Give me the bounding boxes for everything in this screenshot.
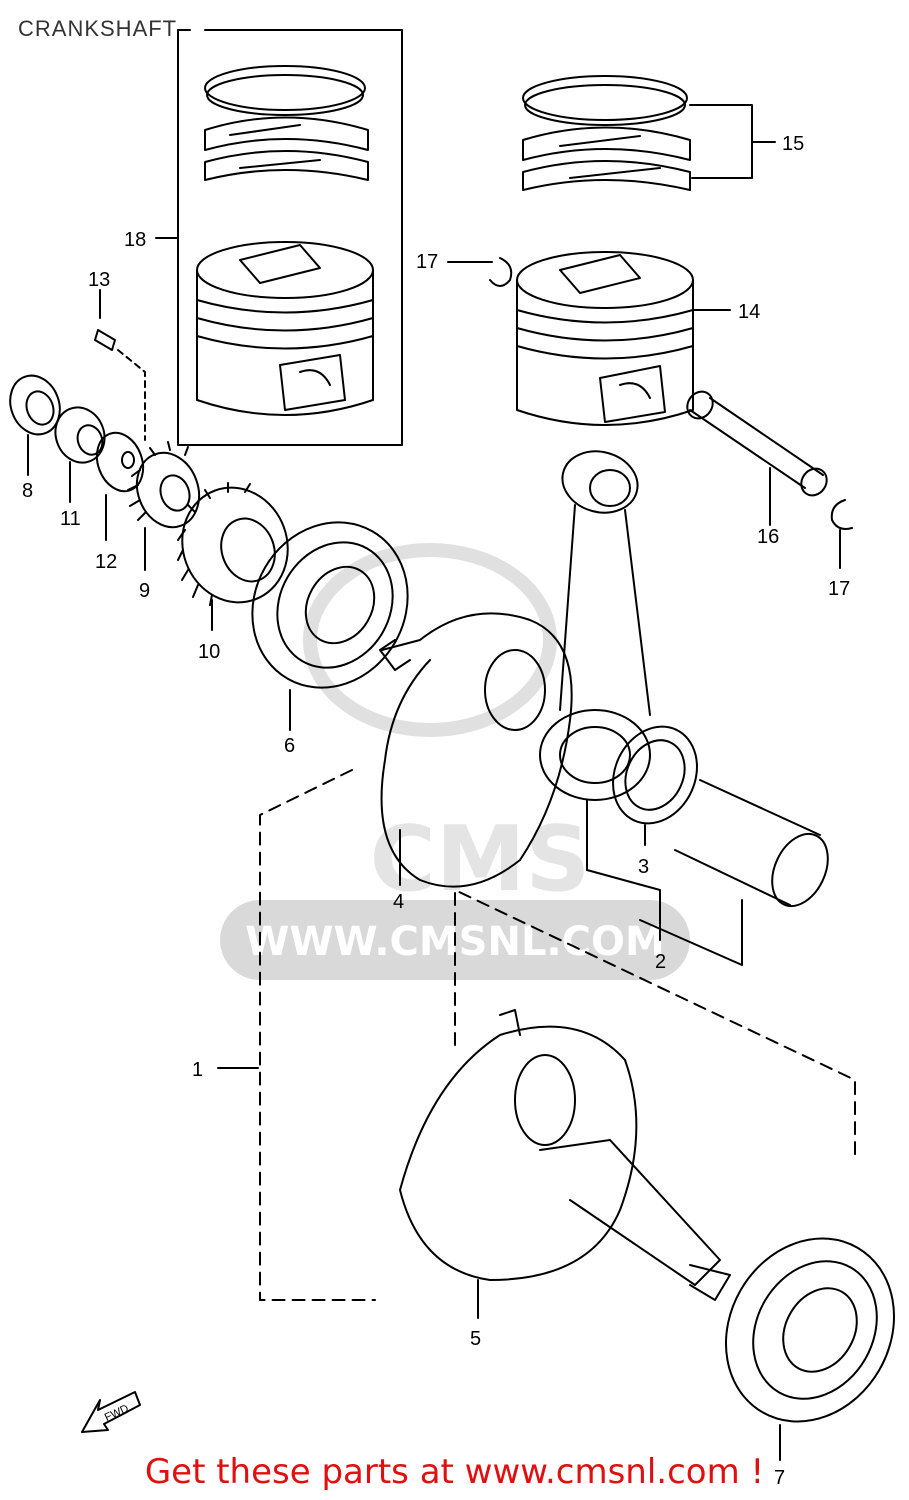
piston-kit-bracket [155,29,403,446]
bearing-right [724,1237,896,1461]
piston-rings-left [204,65,369,181]
page-title: CRANKSHAFT [18,16,178,41]
crank-web-left [379,612,573,888]
callout-16: 16 [757,526,779,548]
piston-right [516,251,731,426]
callout-4: 4 [393,891,404,913]
piston-rings-right [522,75,776,191]
washer [95,431,145,541]
callout-1: 1 [192,1059,203,1081]
callout-labels: 1 2 3 4 5 6 7 8 9 10 11 12 13 14 15 16 1… [22,133,850,1489]
callout-8: 8 [22,480,33,502]
fwd-arrow-icon [81,1391,141,1433]
piston-pin [686,390,828,526]
callout-9: 9 [139,580,150,602]
callout-18: 18 [124,229,146,251]
drive-gear-small [127,441,201,571]
piston-left [196,241,374,416]
callout-11: 11 [60,508,81,530]
circlip-top [447,257,513,287]
callout-13: 13 [88,269,110,291]
crankshaft-assy-bracket [217,769,856,1301]
promo-link[interactable]: Get these parts at www.cmsnl.com ! [144,1452,765,1492]
callout-17-right: 17 [828,578,850,600]
callout-17-top: 17 [416,251,438,273]
needle-bearing [612,725,698,846]
callout-2: 2 [655,951,666,973]
crank-web-right [399,1009,731,1319]
crank-pin [639,779,829,966]
drive-gear-large [177,482,289,631]
callout-14: 14 [738,301,760,323]
connecting-rod [539,450,661,941]
bearing-left [251,521,409,731]
callout-3: 3 [638,856,649,878]
callout-15: 15 [782,133,804,155]
callout-12: 12 [95,551,117,573]
callout-10: 10 [198,641,220,663]
watermark-logo-text: CMS [370,807,590,912]
callout-7: 7 [774,1467,785,1489]
circlip-right [830,499,853,569]
dowel-pin [94,289,146,441]
callout-5: 5 [470,1328,481,1350]
spacer [54,406,106,503]
oil-seal [9,374,61,476]
callout-6: 6 [284,735,295,757]
